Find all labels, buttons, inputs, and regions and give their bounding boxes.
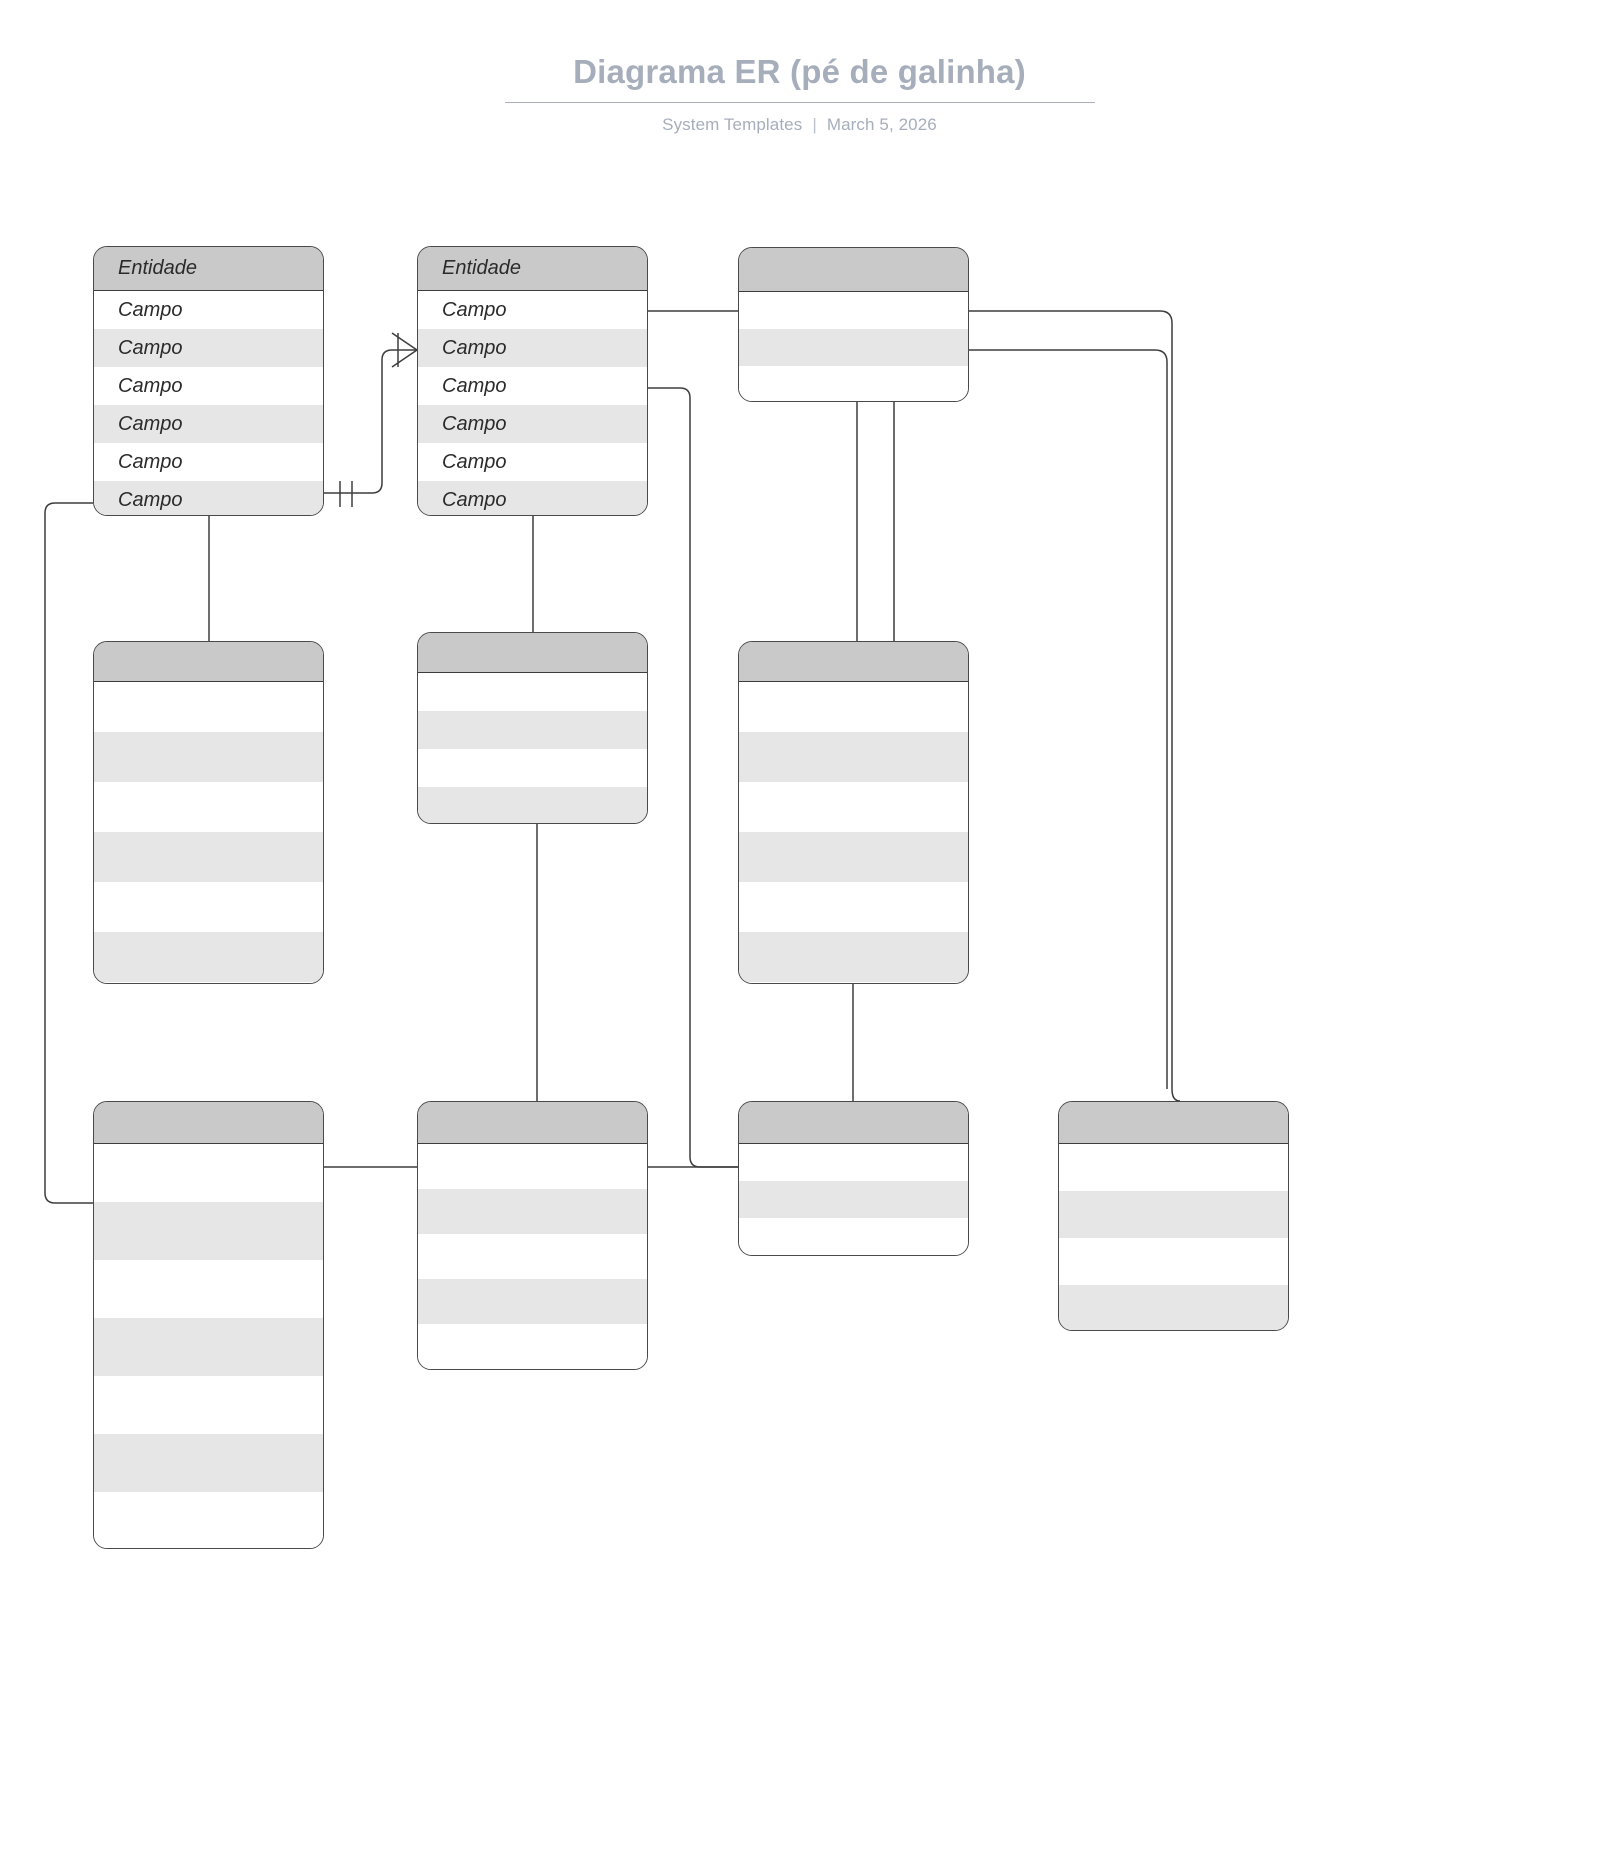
entity-header — [94, 642, 323, 682]
relationship-entity2-entity9 — [648, 387, 738, 1168]
entity-field-row[interactable]: Campo — [94, 481, 323, 515]
document-subtitle: System Templates | March 5, 2026 — [0, 115, 1599, 135]
entity-field-row[interactable] — [418, 749, 647, 787]
entity-field-row[interactable]: Campo — [94, 405, 323, 443]
relationship-entity3-entity10 — [969, 310, 1181, 1102]
entity-header — [418, 633, 647, 673]
entity-field-row[interactable] — [1059, 1144, 1288, 1191]
entity-field-row[interactable]: Campo — [94, 329, 323, 367]
entity-field-row[interactable] — [94, 832, 323, 882]
entity-field-row[interactable] — [94, 1492, 323, 1548]
entity-field-row[interactable] — [739, 882, 968, 932]
entity-field-row[interactable] — [94, 732, 323, 782]
entity-field-row[interactable] — [94, 782, 323, 832]
entity-field-row[interactable] — [1059, 1191, 1288, 1238]
relationship-entity1-entity7 — [44, 502, 93, 1204]
entity-field-row[interactable] — [739, 329, 968, 366]
entity-field-row[interactable] — [739, 682, 968, 732]
entity-field-row[interactable] — [739, 782, 968, 832]
entity-field-row[interactable]: Campo — [94, 367, 323, 405]
entity-field-row[interactable]: Campo — [94, 443, 323, 481]
entity-table[interactable] — [93, 1101, 324, 1549]
document-header: Diagrama ER (pé de galinha) System Templ… — [0, 0, 1599, 135]
entity-field-row[interactable] — [94, 1144, 323, 1202]
entity-field-row[interactable]: Campo — [418, 481, 647, 515]
byline-text: System Templates — [662, 115, 803, 134]
one-and-only-one-marker — [339, 481, 353, 507]
entity-field-row[interactable] — [418, 711, 647, 749]
entity-field-row[interactable] — [739, 292, 968, 329]
entity-field-row[interactable] — [739, 366, 968, 401]
entity-field-row[interactable] — [418, 1234, 647, 1279]
entity-field-row[interactable] — [418, 1144, 647, 1189]
entity-field-row[interactable]: Campo — [418, 291, 647, 329]
entity-field-row[interactable] — [418, 1324, 647, 1369]
entity-field-row[interactable] — [739, 832, 968, 882]
entity-field-row[interactable] — [418, 787, 647, 823]
entity-table[interactable] — [1058, 1101, 1289, 1331]
entity-field-row[interactable]: Campo — [418, 367, 647, 405]
entity-header — [94, 1102, 323, 1144]
entity-field-list — [94, 1144, 323, 1548]
entity-field-row[interactable] — [94, 1260, 323, 1318]
entity-header: Entidade — [94, 247, 323, 291]
entity-field-row[interactable] — [94, 932, 323, 982]
entity-field-row[interactable] — [418, 1189, 647, 1234]
entity-field-row[interactable]: Campo — [418, 443, 647, 481]
title-underline — [504, 102, 1095, 103]
entity-field-row[interactable] — [94, 882, 323, 932]
subtitle-separator: | — [812, 115, 817, 134]
entity-field-row[interactable] — [94, 1434, 323, 1492]
page-title: Diagrama ER (pé de galinha) — [573, 53, 1026, 90]
entity-field-row[interactable] — [418, 673, 647, 711]
entity-field-list — [1059, 1144, 1288, 1330]
entity-table[interactable] — [738, 1101, 969, 1256]
entity-table[interactable] — [738, 247, 969, 402]
entity-field-row[interactable]: Campo — [418, 405, 647, 443]
entity-field-list — [418, 1144, 647, 1369]
entity-header — [739, 248, 968, 292]
entity-field-row[interactable] — [94, 1202, 323, 1260]
entity-field-list — [739, 682, 968, 982]
entity-header: Entidade — [418, 247, 647, 291]
entity-field-list — [739, 292, 968, 401]
entity-field-row[interactable]: Campo — [94, 291, 323, 329]
entity-field-row[interactable] — [739, 1181, 968, 1218]
entity-field-row[interactable] — [94, 1318, 323, 1376]
entity-field-row[interactable] — [739, 732, 968, 782]
entity-field-row[interactable] — [739, 1144, 968, 1181]
entity-field-list — [418, 673, 647, 823]
entity-field-row[interactable] — [739, 932, 968, 982]
entity-table[interactable] — [738, 641, 969, 984]
entity-header — [739, 642, 968, 682]
entity-field-row[interactable] — [418, 1279, 647, 1324]
entity-field-list — [94, 682, 323, 982]
relationship-entity3-entity10-b — [969, 349, 1168, 1089]
entity-table[interactable] — [93, 641, 324, 984]
entity-header — [739, 1102, 968, 1144]
entity-header — [418, 1102, 647, 1144]
entity-field-list — [739, 1144, 968, 1255]
entity-field-row[interactable]: Campo — [418, 329, 647, 367]
entity-header — [1059, 1102, 1288, 1144]
entity-field-row[interactable] — [94, 1376, 323, 1434]
entity-field-row[interactable] — [1059, 1285, 1288, 1330]
entity-field-row[interactable] — [1059, 1238, 1288, 1285]
crowsfoot-many-marker — [391, 332, 418, 368]
entity-table[interactable] — [417, 632, 648, 824]
entity-field-row[interactable] — [739, 1218, 968, 1255]
relationship-entity1-entity2 — [324, 332, 418, 507]
entity-field-row[interactable] — [94, 682, 323, 732]
entity-table[interactable] — [417, 1101, 648, 1370]
document-date: March 5, 2026 — [826, 115, 937, 134]
